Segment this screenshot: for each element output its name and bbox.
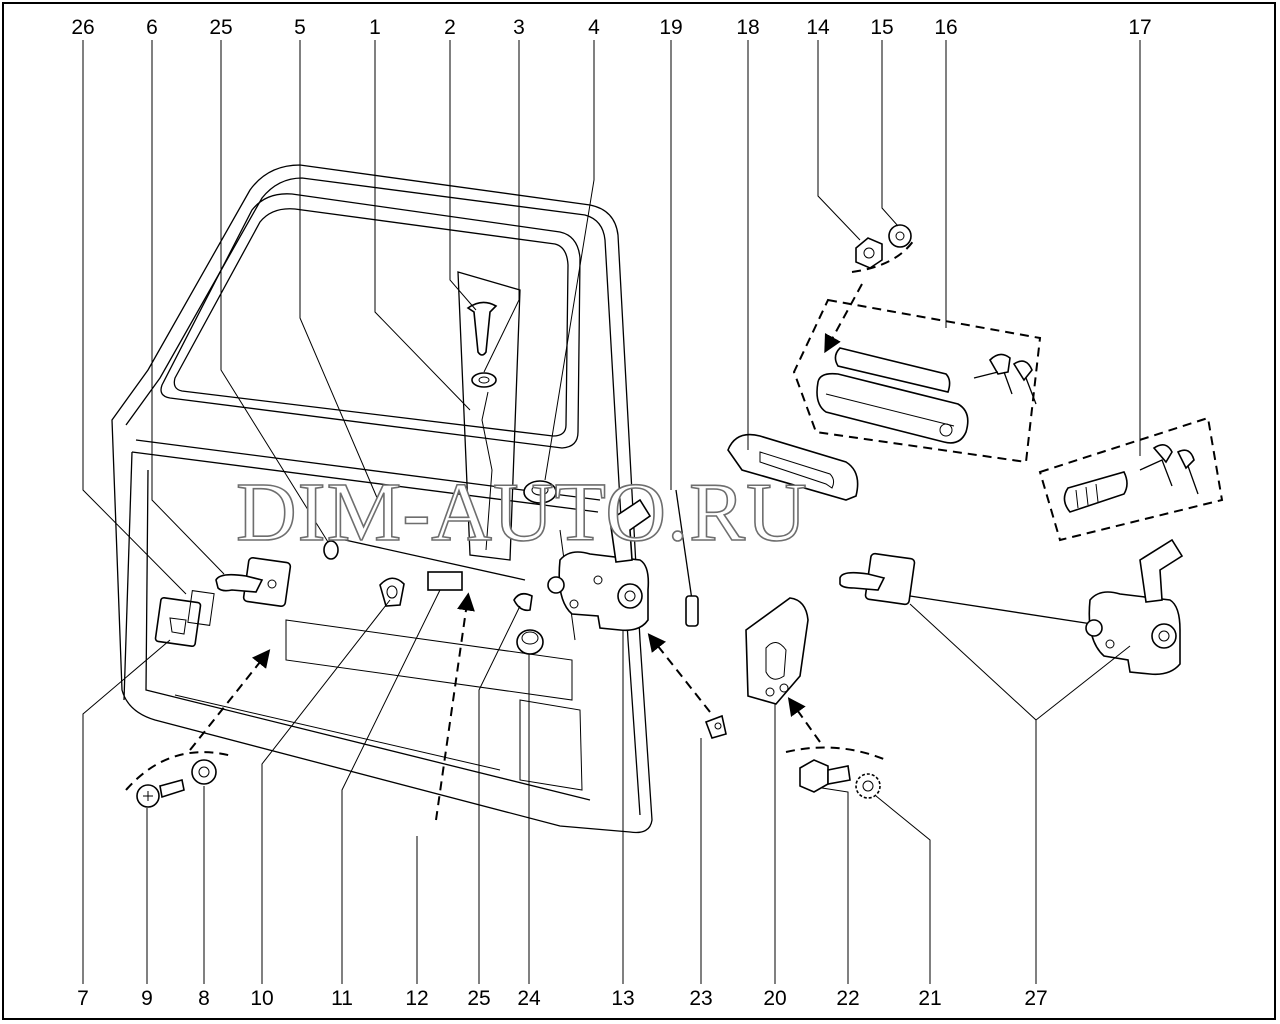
callout-15: 15: [870, 16, 893, 39]
part-seal-12: [370, 814, 472, 848]
part-bolt-22: [799, 759, 851, 793]
screw-arrow: [189, 649, 271, 751]
part-front-lock-13: [547, 498, 652, 632]
callout-3: 3: [513, 16, 525, 39]
part-star-washer-21: [855, 773, 881, 799]
callout-21: 21: [918, 987, 941, 1010]
top-callouts: 26 6 25 5 1 2 3 4 19 18 14 15 16 17: [71, 16, 1151, 39]
callout-18: 18: [736, 16, 759, 39]
callout-11: 11: [331, 987, 353, 1010]
callout-17: 17: [1128, 16, 1151, 39]
door-panel: [111, 164, 653, 834]
callout-2: 2: [444, 16, 456, 39]
callout-12: 12: [405, 987, 428, 1010]
part-lock-rod-1: [323, 537, 526, 581]
callout-19: 19: [659, 16, 682, 39]
nut-group-arc: [851, 239, 915, 273]
callout-20: 20: [763, 987, 786, 1010]
callout-7: 7: [77, 987, 89, 1010]
part-rod-clip-25: [513, 592, 533, 612]
callout-14: 14: [806, 16, 830, 39]
callout-6: 6: [146, 16, 158, 39]
callout-26: 26: [71, 16, 94, 39]
callout-1: 1: [369, 16, 381, 39]
part-outer-handle-16: [816, 347, 969, 444]
bolt-group-arc: [785, 746, 887, 761]
callout-8: 8: [198, 987, 210, 1010]
part-plug-24: [516, 629, 544, 655]
part-pad-11: [427, 571, 463, 591]
part-nut-14: [855, 237, 883, 269]
callout-23: 23: [689, 987, 712, 1010]
part-clip-10: [379, 577, 405, 607]
part-rear-lock-assembly-27: [839, 538, 1184, 676]
part-lock-rod-19: [675, 489, 699, 627]
part-guide-screw-2: [466, 301, 498, 356]
callout-4: 4: [588, 16, 600, 39]
callout-25-bottom: 25: [467, 987, 490, 1010]
part-handle-gasket-18: [727, 433, 859, 501]
callout-25: 25: [209, 16, 232, 39]
striker-arrow: [787, 697, 821, 743]
nut-arrow: [824, 283, 863, 354]
part-lock-washer-15: [888, 224, 912, 248]
part-washer-3: [471, 372, 497, 388]
part-lock-cylinder-17: [1063, 444, 1199, 513]
callout-27: 27: [1024, 987, 1047, 1010]
watermark-text: DIM-AUTO.RU: [236, 466, 808, 559]
seal-arrow: [435, 592, 475, 821]
callout-16: 16: [934, 16, 957, 39]
bottom-callouts: 7 9 8 10 11 12 25 24 13 23 20 22 21 27: [77, 987, 1048, 1010]
part-screw-23: [704, 714, 727, 739]
callout-13: 13: [611, 987, 634, 1010]
leader-lines: [82, 40, 1141, 984]
part-handle-bezel-26: [154, 590, 215, 647]
part-inner-handle-6: [215, 557, 292, 607]
part-screw-9: [136, 779, 185, 808]
part-keys-16: [973, 353, 1037, 405]
callout-9: 9: [141, 987, 153, 1010]
cylinder-group-outline: [1038, 416, 1224, 542]
callout-24: 24: [517, 987, 541, 1010]
part-washer-8: [191, 759, 217, 785]
part-striker-20: [745, 597, 809, 705]
part-grommet-4: [523, 480, 557, 504]
callout-10: 10: [250, 987, 273, 1010]
lock-screw-arrow: [647, 633, 711, 713]
callout-22: 22: [836, 987, 859, 1010]
callout-5: 5: [294, 16, 306, 39]
